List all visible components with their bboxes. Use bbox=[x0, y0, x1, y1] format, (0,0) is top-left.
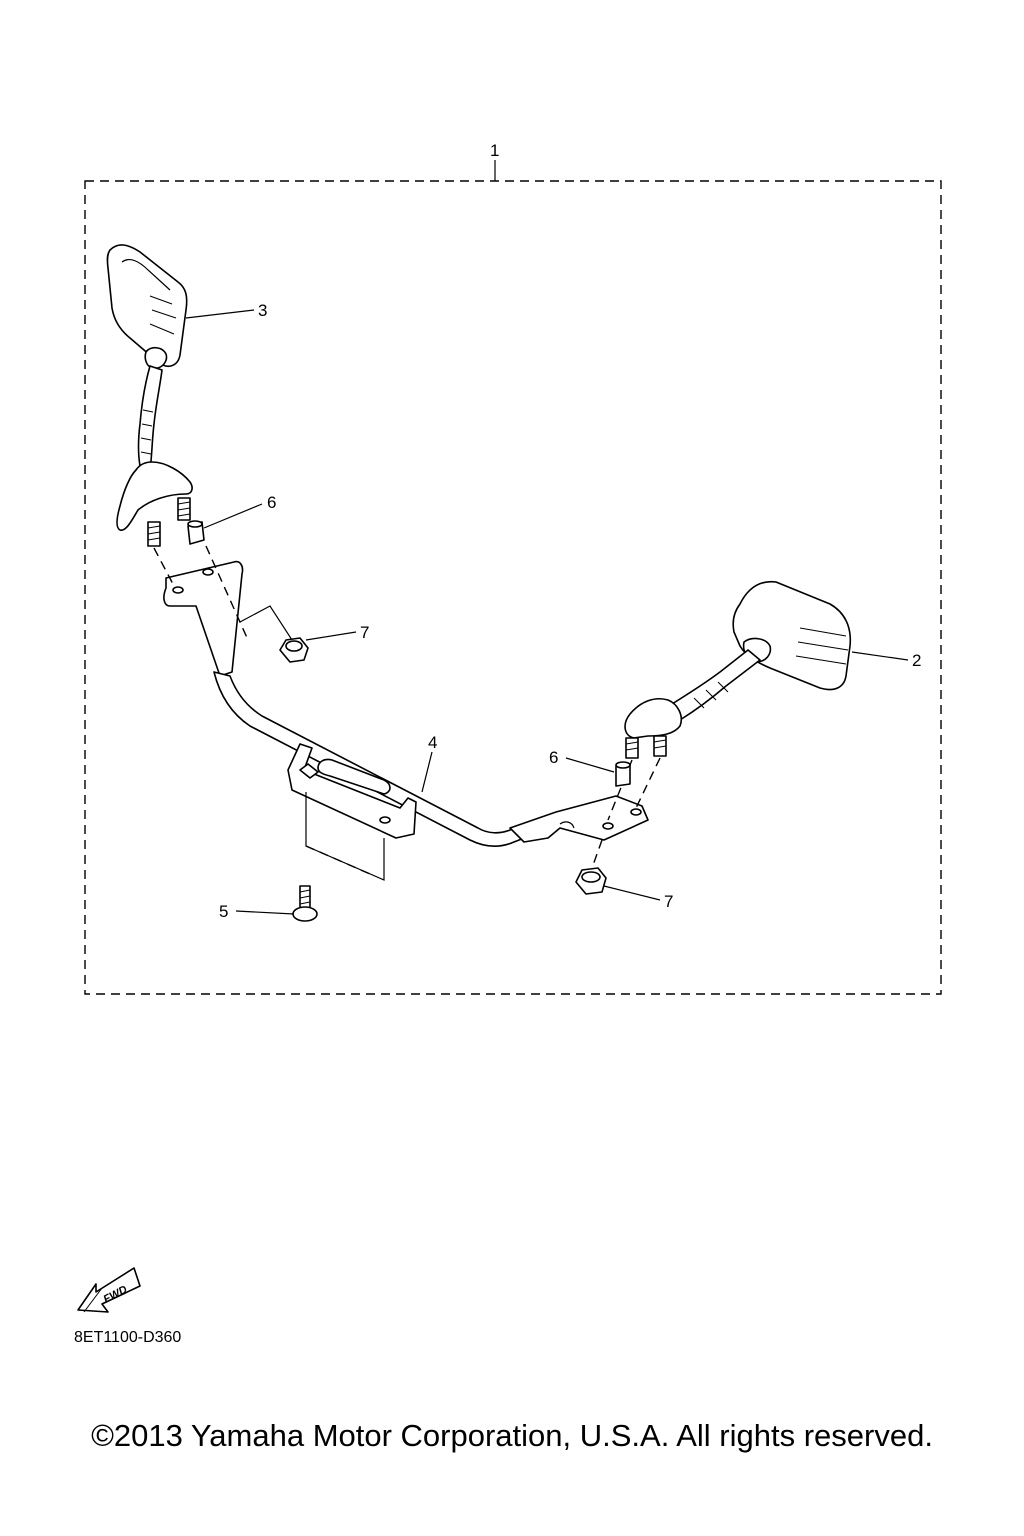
fwd-arrow-icon: FWD bbox=[77, 1267, 141, 1313]
left-nut-guide bbox=[239, 605, 293, 641]
right-collar-part-6[interactable] bbox=[615, 761, 631, 787]
diagram-code: 8ET1100-D360 bbox=[74, 1329, 182, 1346]
right-nut-part-7[interactable] bbox=[575, 867, 607, 895]
center-bolt-dash bbox=[305, 845, 371, 875]
callout-1-number: 1 bbox=[490, 141, 499, 160]
callout-7a-leader bbox=[305, 631, 357, 641]
callout-5-leader bbox=[235, 910, 295, 915]
center-bolt-guide bbox=[305, 792, 385, 881]
callout-4-number: 4 bbox=[428, 733, 437, 752]
callout-2-leader bbox=[851, 651, 909, 661]
right-nut-guide bbox=[591, 839, 603, 869]
callout-6a-number: 6 bbox=[267, 493, 276, 512]
copyright-notice: ©2013 Yamaha Motor Corporation, U.S.A. A… bbox=[91, 1418, 933, 1453]
left-mount-bracket bbox=[163, 560, 244, 677]
callout-5-number: 5 bbox=[219, 902, 228, 921]
callout-3-number: 3 bbox=[258, 301, 267, 320]
left-mirror-part-3[interactable] bbox=[106, 244, 193, 547]
callout-6a-leader bbox=[203, 503, 263, 529]
callout-2-number: 2 bbox=[912, 651, 921, 670]
left-alignment-line-2 bbox=[205, 545, 249, 641]
callout-7a-number: 7 bbox=[360, 623, 369, 642]
left-alignment-line bbox=[153, 547, 175, 587]
callout-7b-leader bbox=[603, 885, 661, 901]
callout-4-leader bbox=[421, 751, 433, 793]
right-alignment-line-2 bbox=[635, 757, 661, 809]
right-mirror-part-2[interactable] bbox=[624, 580, 852, 759]
callout-6b-leader bbox=[565, 757, 615, 773]
right-alignment-line bbox=[607, 759, 633, 821]
callout-6b-number: 6 bbox=[549, 748, 558, 767]
kit-boundary-box bbox=[84, 180, 942, 995]
callout-3-leader bbox=[185, 309, 255, 319]
mirror-stay-part-4[interactable] bbox=[213, 671, 649, 848]
callout-7b-number: 7 bbox=[664, 892, 673, 911]
bolt-part-5[interactable] bbox=[292, 885, 318, 922]
left-collar-part-6[interactable] bbox=[187, 520, 205, 545]
left-nut-part-7[interactable] bbox=[279, 637, 309, 663]
